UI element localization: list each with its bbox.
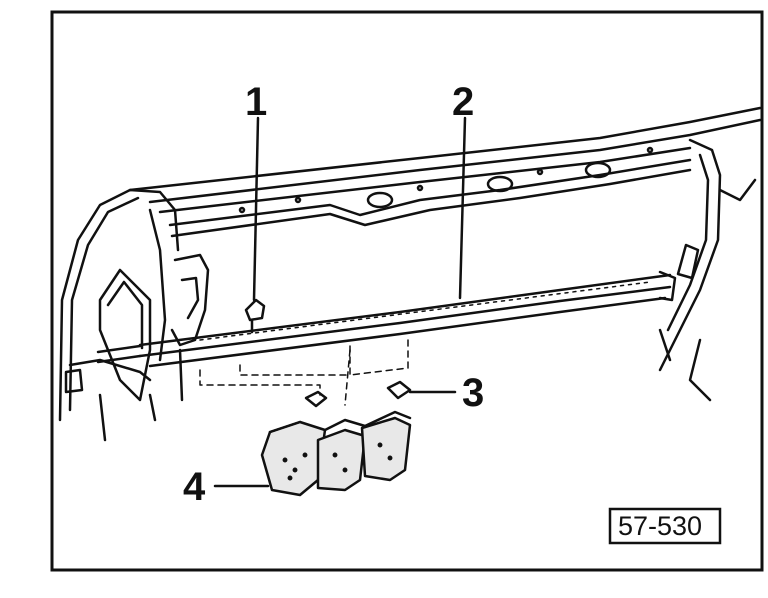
figure-reference-label: 57-530 <box>618 511 702 541</box>
callout-leaders <box>213 116 467 488</box>
foam-blocks-part-4 <box>260 410 412 497</box>
clip-part-3 <box>304 380 412 408</box>
callout-3: 3 <box>462 371 484 415</box>
callout-2: 2 <box>452 80 474 124</box>
door-frame-right <box>658 138 757 402</box>
callout-4: 4 <box>183 465 206 509</box>
door-frame-left <box>58 188 210 442</box>
sill-trim-strip <box>96 270 677 368</box>
clip-part-1 <box>244 298 266 334</box>
callout-1: 1 <box>245 80 267 124</box>
upper-rail <box>128 106 762 238</box>
assembly-leader-lines <box>199 339 409 406</box>
figure-reference-box <box>608 507 722 545</box>
figure-frame <box>50 10 764 572</box>
